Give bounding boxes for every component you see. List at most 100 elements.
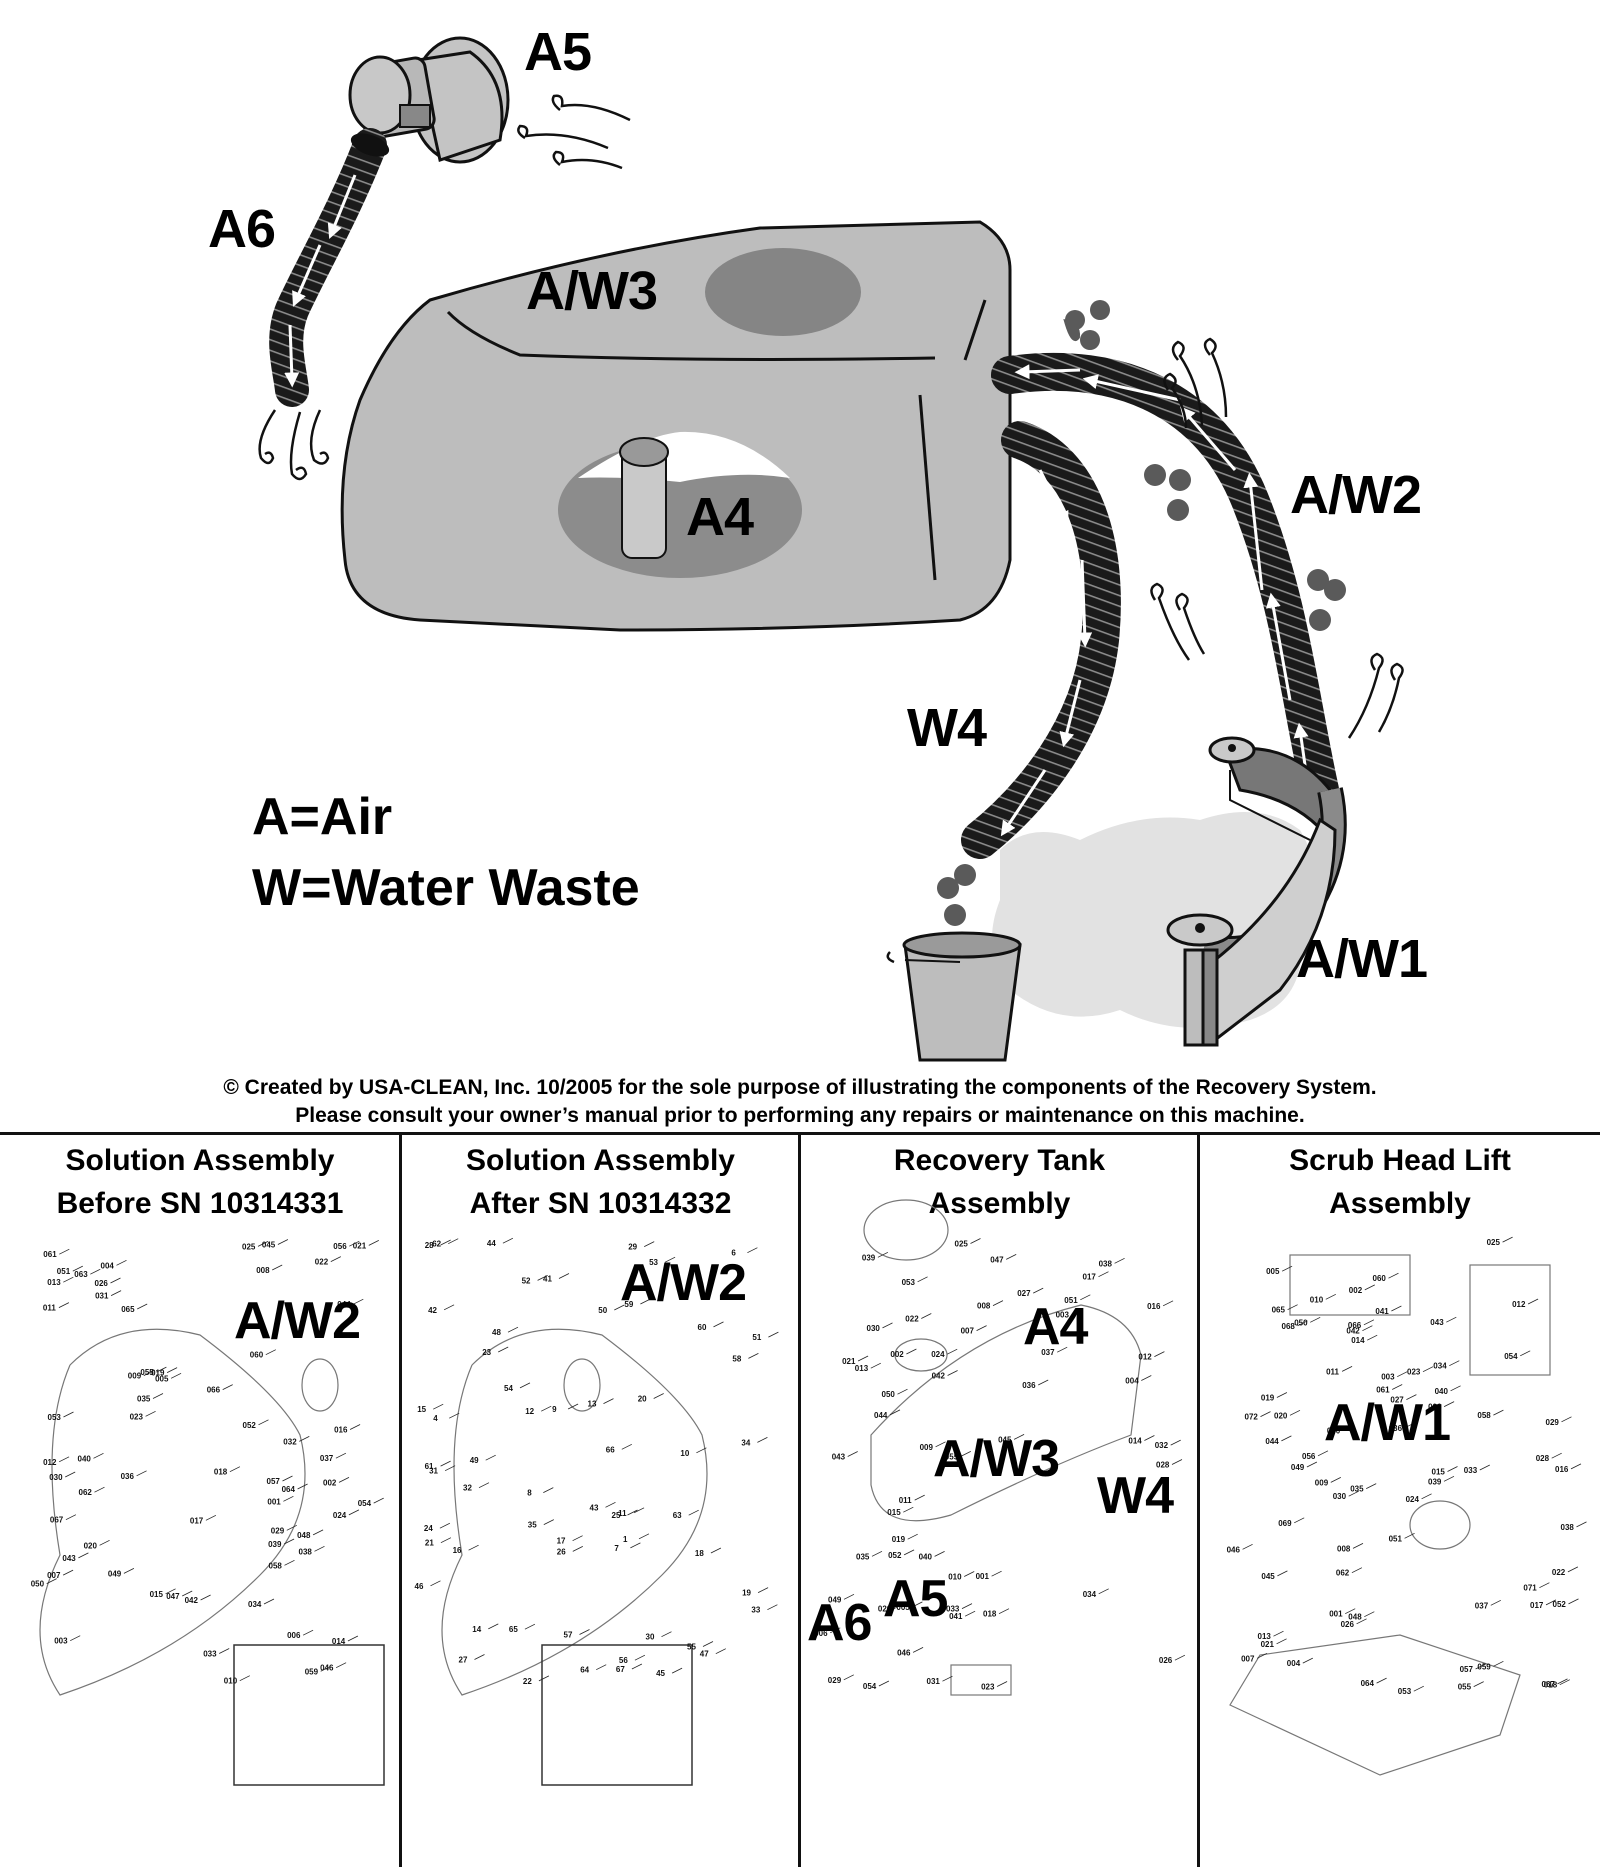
callout-leader (485, 1454, 496, 1461)
callout-leader (1033, 1287, 1044, 1294)
callout-leader (136, 1470, 147, 1477)
callout-leader (992, 1300, 1004, 1306)
panel-title-line1: Solution Assembly (65, 1144, 335, 1177)
part-number-callout: 10 (680, 1449, 689, 1458)
part-number-callout: 035 (1350, 1485, 1364, 1494)
callout-leader (498, 1346, 509, 1353)
callout-leader (205, 1514, 217, 1521)
part-number-callout: 47 (700, 1650, 709, 1659)
callout-leader (1446, 1316, 1457, 1323)
part-outlines (39, 1328, 385, 1786)
part-number-callout: 037 (320, 1454, 334, 1463)
callout-leader (1422, 1366, 1434, 1373)
part-number-callout: 026 (95, 1279, 109, 1288)
part-number-callout: 069 (1278, 1519, 1292, 1528)
callout-leader (72, 1265, 83, 1272)
part-number-callout: 001 (267, 1497, 281, 1506)
part-number-callout: 041 (1375, 1307, 1389, 1316)
callout-leader (110, 1277, 121, 1284)
part-number-callout: 028 (1156, 1461, 1170, 1470)
callout-leader (1345, 1608, 1356, 1615)
callout-leader (93, 1452, 104, 1459)
part-number-callout: 010 (1310, 1295, 1324, 1304)
part-number-callout: 019 (151, 1369, 165, 1378)
part-number-callout: 042 (185, 1596, 199, 1605)
part-number-callout: 050 (1294, 1318, 1308, 1327)
part-number-callout: 025 (242, 1242, 256, 1251)
part-number-callout: 040 (1435, 1387, 1449, 1396)
callout-leader (567, 1403, 579, 1410)
callout-leader (1493, 1660, 1504, 1667)
part-number-callout: 016 (1555, 1465, 1569, 1474)
callout-leader (671, 1667, 683, 1674)
part-outlines (441, 1328, 708, 1786)
callout-leader (976, 1325, 987, 1331)
part-number-callout: 002 (890, 1350, 904, 1359)
part-number-callout: 011 (899, 1496, 912, 1505)
callout-leader (640, 1298, 651, 1305)
callout-leader (903, 1506, 914, 1513)
part-number-callout: 032 (1155, 1441, 1169, 1450)
callout-leader (330, 1256, 341, 1262)
panel-title-line1: Recovery Tank (893, 1144, 1106, 1177)
part-number-callout: 039 (268, 1540, 282, 1549)
callout-leader (688, 1509, 699, 1516)
callout-leader (543, 1519, 554, 1525)
part-number-callout: 036 (1389, 1424, 1403, 1433)
part-number-callout: 008 (977, 1302, 991, 1311)
callout-leader (830, 1627, 841, 1634)
callout-leader (603, 1398, 614, 1404)
callout-leader (373, 1497, 384, 1504)
callout-leader (897, 1388, 908, 1395)
callout-leader (572, 1535, 583, 1542)
callout-leader (914, 1494, 925, 1501)
water-droplet-icon (937, 300, 1346, 926)
part-number-callout: 002 (1349, 1286, 1363, 1295)
part-number-callout: 26 (557, 1547, 566, 1556)
part-number-callout: 029 (828, 1676, 842, 1685)
callout-leader (1376, 1677, 1387, 1684)
callout-leader (1364, 1611, 1375, 1618)
part-number-callout: 021 (353, 1241, 367, 1250)
part-number-callout: 048 (297, 1531, 311, 1540)
part-number-callout: 21 (425, 1539, 434, 1548)
callout-leader (338, 1477, 350, 1483)
callout-leader (1317, 1450, 1329, 1457)
callout-leader (631, 1663, 643, 1670)
callout-leader (1449, 1360, 1460, 1367)
callout-leader (335, 1452, 347, 1459)
part-number-callout: 030 (867, 1324, 881, 1333)
callout-leader (713, 1321, 724, 1328)
part-number-callout: 045 (998, 1435, 1012, 1444)
part-number-callout: 059 (1477, 1662, 1491, 1671)
part-number-callout: 056 (1302, 1452, 1316, 1461)
part-number-callout: 046 (897, 1648, 911, 1657)
part-number-callout: 039 (1428, 1477, 1442, 1486)
part-number-callout: 41 (543, 1275, 552, 1284)
part-number-callout: 005 (896, 1603, 910, 1612)
part-number-callout: 064 (282, 1485, 296, 1494)
callout-leader (1141, 1375, 1152, 1381)
callout-leader (1342, 1425, 1354, 1431)
callout-leader (633, 1507, 645, 1514)
part-number-callout: 021 (842, 1357, 856, 1366)
callout-leader (1450, 1385, 1461, 1392)
part-number-callout: 018 (983, 1610, 997, 1619)
panel-title-line1: Scrub Head Lift (1289, 1144, 1511, 1177)
part-number-callout: 009 (1315, 1478, 1329, 1487)
part-number-callout: 032 (283, 1437, 297, 1446)
part-number-callout: 017 (1530, 1601, 1544, 1610)
part-outlines (1229, 1254, 1551, 1776)
air-swirl-icon (258, 409, 330, 481)
callout-leader (229, 1466, 241, 1473)
part-number-callout: 13 (588, 1400, 597, 1409)
part-number-callout: 053 (902, 1278, 916, 1287)
overlay-label: A5 (883, 1570, 948, 1628)
part-number-callout: 054 (863, 1682, 877, 1691)
callout-leader (998, 1608, 1010, 1615)
part-number-callout: 27 (459, 1656, 468, 1665)
part-number-callout: 007 (961, 1327, 975, 1336)
callout-leader (65, 1514, 77, 1521)
part-number-callout: 60 (698, 1323, 707, 1332)
overlay-label: A/W1 (1324, 1394, 1451, 1452)
